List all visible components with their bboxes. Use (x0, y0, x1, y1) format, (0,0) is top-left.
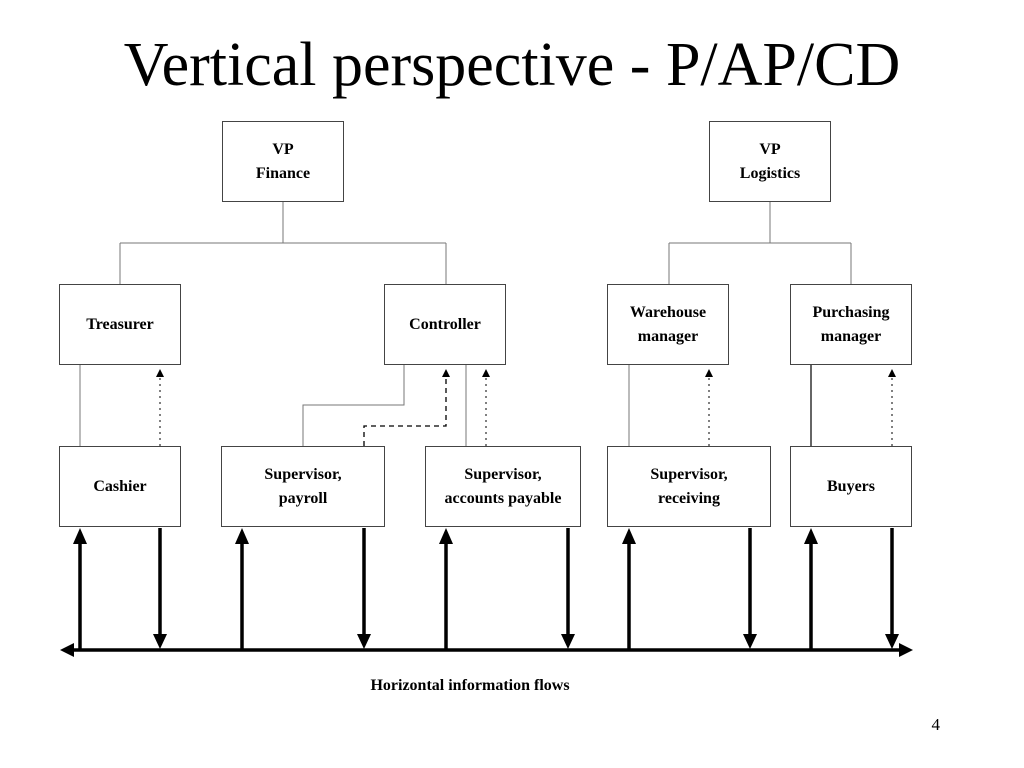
warehouse-manager-box: Warehouse manager (607, 284, 729, 365)
supervisor-payroll-box: Supervisor, payroll (221, 446, 385, 527)
purchasing-manager-box: Purchasing manager (790, 284, 912, 365)
vp-finance-label: VP Finance (255, 140, 311, 182)
purchasing-manager-label: Purchasing manager (812, 303, 890, 345)
warehouse-manager-label: Warehouse manager (629, 303, 707, 345)
supervisor-accounts-payable-label: Supervisor, accounts payable (444, 465, 562, 507)
payroll-controller-dashed-arrow (363, 369, 450, 446)
supervisor-payroll-label: Supervisor, payroll (264, 465, 342, 507)
vp-logistics-label: VP Logistics (739, 140, 801, 182)
slide-title: Vertical perspective - P/AP/CD (123, 31, 901, 99)
upward-flow-arrows (73, 528, 818, 650)
controller-label: Controller (409, 315, 481, 333)
horizontal-flows-caption: Horizontal information flows (370, 677, 570, 694)
controller-payroll-line (302, 365, 405, 446)
treasurer-label: Treasurer (86, 315, 154, 333)
supervisor-receiving-box: Supervisor, receiving (607, 446, 771, 527)
horizontal-flow-bus (60, 643, 913, 657)
logistics-tree-lines (668, 202, 852, 284)
cashier-label: Cashier (93, 477, 147, 495)
vp-logistics-box: VP Logistics (709, 121, 831, 202)
finance-tree-lines (119, 202, 447, 284)
downward-flow-arrows (153, 528, 899, 649)
cashier-box: Cashier (59, 446, 181, 527)
buyers-box: Buyers (790, 446, 912, 527)
controller-box: Controller (384, 284, 506, 365)
buyers-label: Buyers (827, 477, 875, 495)
supervisor-receiving-label: Supervisor, receiving (650, 465, 728, 507)
supervisor-accounts-payable-box: Supervisor, accounts payable (425, 446, 581, 527)
vp-finance-box: VP Finance (222, 121, 344, 202)
treasurer-box: Treasurer (59, 284, 181, 365)
page-number: 4 (931, 715, 941, 734)
